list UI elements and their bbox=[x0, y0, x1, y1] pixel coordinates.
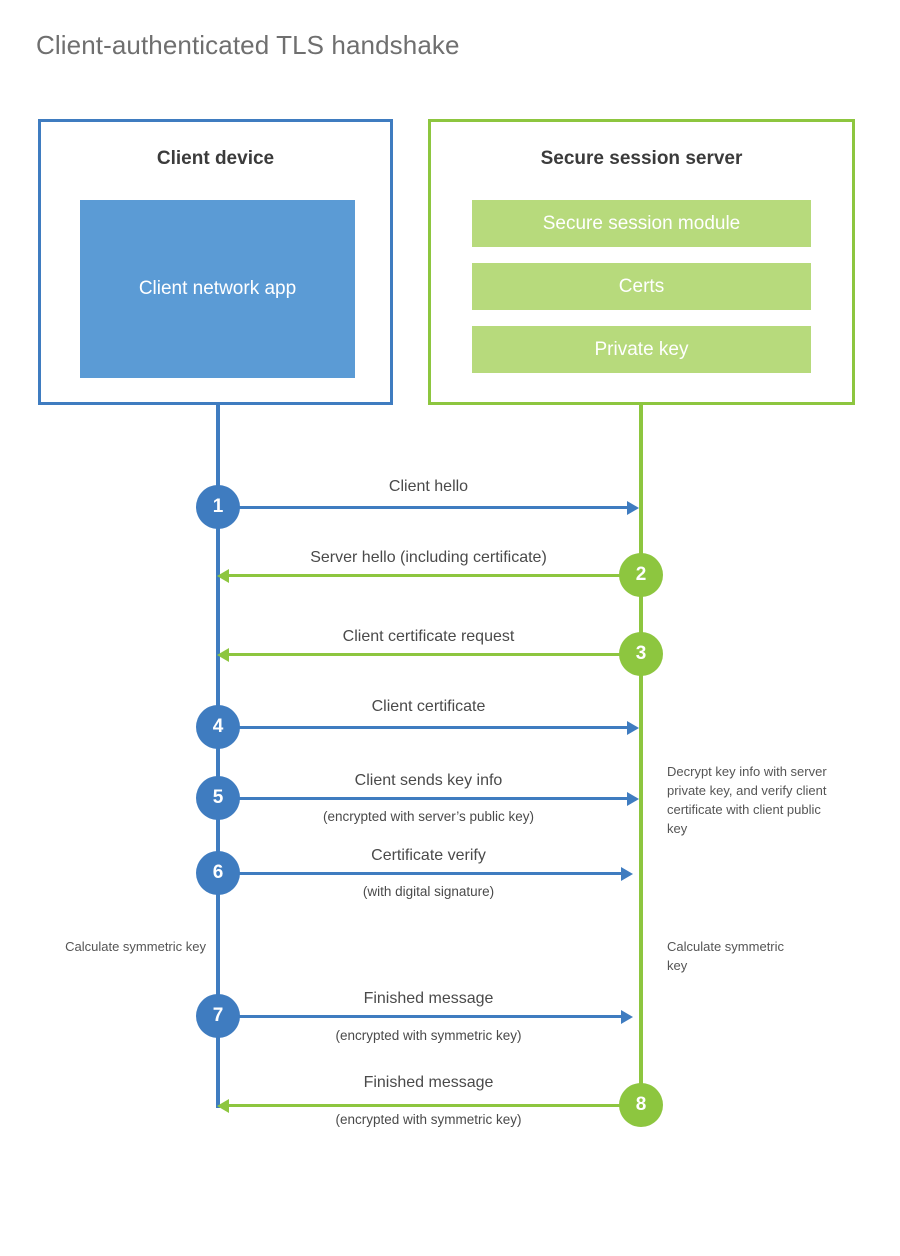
step-7-label: Finished message bbox=[363, 990, 494, 1007]
step-2-label: Server hello (including certificate) bbox=[310, 549, 547, 566]
step-1-arrow-line bbox=[218, 506, 627, 509]
step-7-arrow-head-icon bbox=[621, 1009, 633, 1024]
step-1-arrow-head-icon bbox=[627, 500, 639, 515]
step-3-arrow-line bbox=[229, 653, 639, 656]
step-7-sublabel: (encrypted with symmetric key) bbox=[335, 1028, 522, 1043]
server-lifeline bbox=[639, 405, 643, 1106]
certs-block: Certs bbox=[472, 263, 811, 310]
step-3-label: Client certificate request bbox=[342, 628, 515, 645]
client-network-app-block: Client network app bbox=[80, 200, 355, 378]
step-7-marker[interactable]: 7 bbox=[196, 994, 240, 1038]
step-7-arrow-line bbox=[218, 1015, 621, 1018]
step-5-arrow-line bbox=[218, 797, 627, 800]
step-1-label: Client hello bbox=[388, 478, 469, 495]
client-device-box: Client device Client network app bbox=[38, 119, 393, 405]
step-4-arrow-line bbox=[218, 726, 627, 729]
client-lifeline bbox=[216, 405, 220, 1108]
step-4-marker[interactable]: 4 bbox=[196, 705, 240, 749]
step-6-marker[interactable]: 6 bbox=[196, 851, 240, 895]
step-5-sublabel: (encrypted with server’s public key) bbox=[322, 809, 535, 824]
step-6-arrow-line bbox=[218, 872, 621, 875]
secure-session-server-title: Secure session server bbox=[540, 148, 743, 169]
step-8-marker[interactable]: 8 bbox=[619, 1083, 663, 1127]
private-key-block: Private key bbox=[472, 326, 811, 373]
step-4-arrow-head-icon bbox=[627, 720, 639, 735]
step-4-label: Client certificate bbox=[371, 698, 486, 715]
step-5-arrow-head-icon bbox=[627, 791, 639, 806]
step-2-marker[interactable]: 2 bbox=[619, 553, 663, 597]
step-5-label: Client sends key info bbox=[354, 772, 503, 789]
step-5-marker[interactable]: 5 bbox=[196, 776, 240, 820]
step-2-arrow-head-icon bbox=[217, 568, 229, 583]
server-calculate-symmetric-key-annotation: Calculate symmetric key bbox=[667, 939, 785, 973]
step-6-sublabel: (with digital signature) bbox=[362, 884, 495, 899]
step-6-label: Certificate verify bbox=[371, 847, 486, 864]
step-8-sublabel: (encrypted with symmetric key) bbox=[335, 1112, 522, 1127]
server-decrypt-annotation: Decrypt key info with server private key… bbox=[667, 764, 827, 836]
step-8-label: Finished message bbox=[363, 1074, 494, 1091]
step-6-arrow-head-icon bbox=[621, 866, 633, 881]
secure-session-module-block: Secure session module bbox=[472, 200, 811, 247]
step-3-marker[interactable]: 3 bbox=[619, 632, 663, 676]
step-1-marker[interactable]: 1 bbox=[196, 485, 240, 529]
step-8-arrow-line bbox=[229, 1104, 639, 1107]
step-2-arrow-line bbox=[229, 574, 639, 577]
client-device-title: Client device bbox=[156, 148, 275, 169]
secure-session-server-box: Secure session server Secure session mod… bbox=[428, 119, 855, 405]
step-3-arrow-head-icon bbox=[217, 647, 229, 662]
step-8-arrow-head-icon bbox=[217, 1098, 229, 1113]
client-calculate-symmetric-key-annotation: Calculate symmetric key bbox=[65, 939, 206, 954]
page-title: Client-authenticated TLS handshake bbox=[36, 30, 460, 60]
